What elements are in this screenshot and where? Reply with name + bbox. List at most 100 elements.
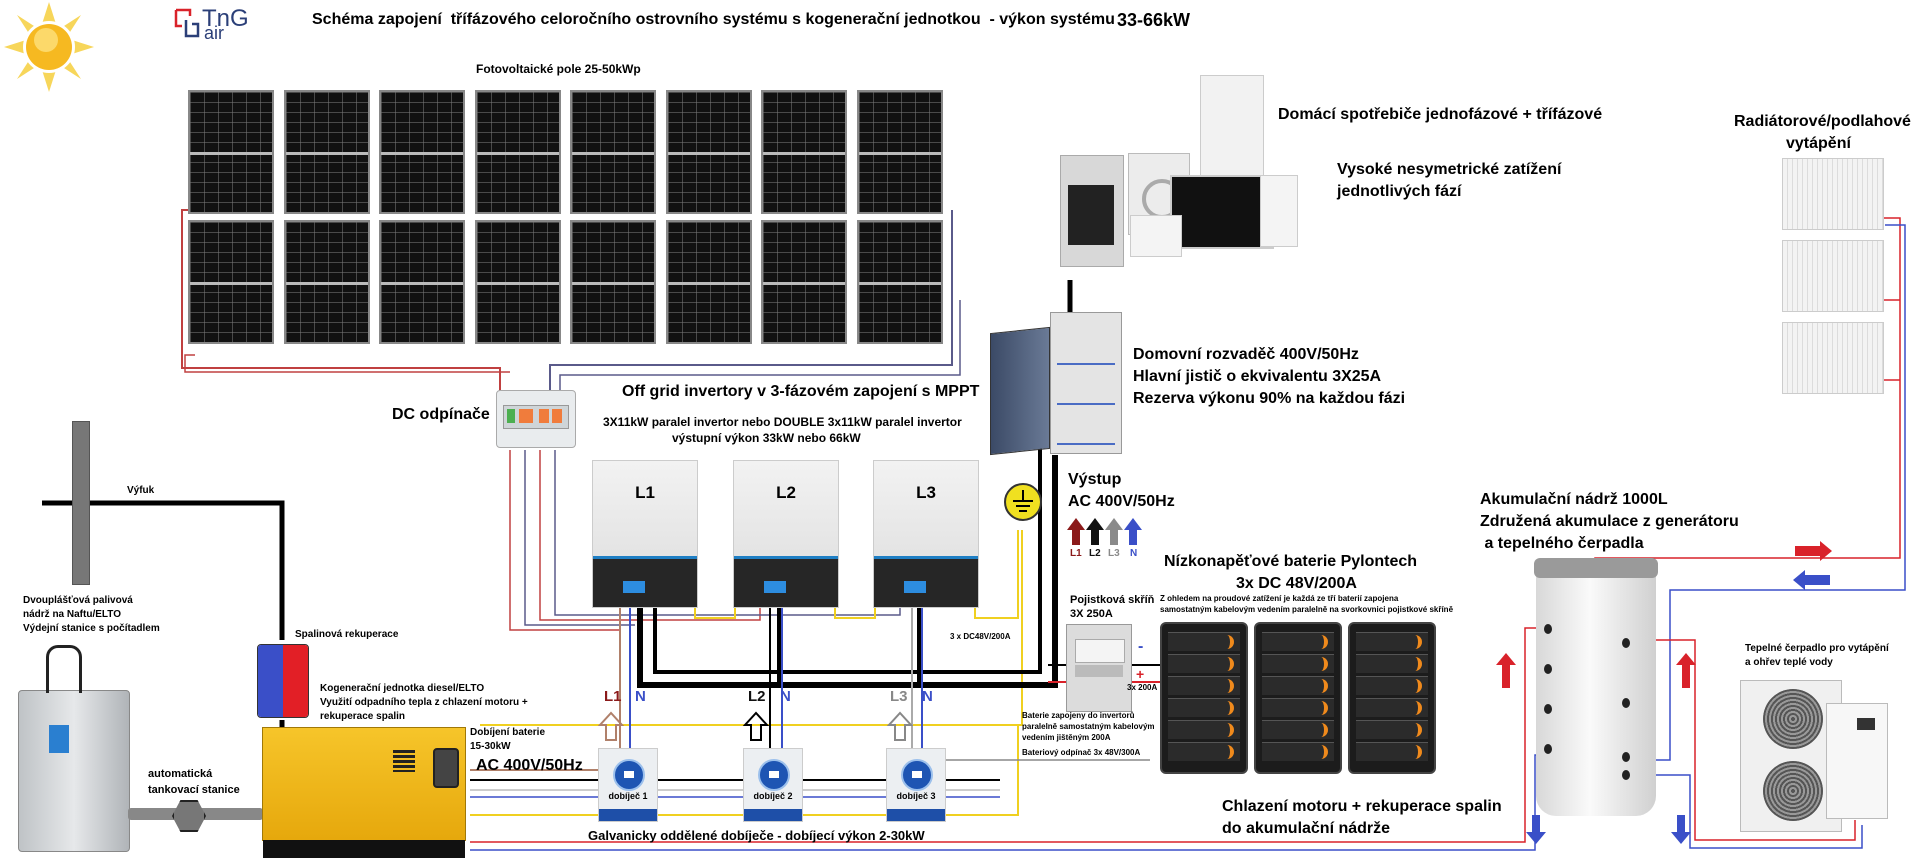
inverter-l2: L2 bbox=[733, 460, 839, 608]
pv-panel bbox=[857, 90, 943, 214]
radiator bbox=[1782, 322, 1884, 394]
flow-arrow-down-2 bbox=[1671, 815, 1691, 844]
inverter-name: L2 bbox=[776, 483, 796, 502]
pv-string-wire-blue-2 bbox=[559, 300, 961, 390]
phase-label-l3: L3 bbox=[1108, 548, 1120, 559]
phase-label-n: N bbox=[1130, 548, 1138, 559]
charger1-neutral: N bbox=[635, 688, 646, 705]
flue-recuperator bbox=[257, 644, 309, 718]
logo-sub: air bbox=[204, 23, 225, 43]
radiator bbox=[1782, 158, 1884, 230]
fuse-plus: + bbox=[1136, 666, 1145, 682]
charger3-phase: L3 bbox=[890, 688, 908, 705]
flow-arrow-right bbox=[1795, 541, 1832, 561]
exhaust-label: Výfuk bbox=[127, 485, 155, 496]
inverters-subtitle-1: 3X11kW paralel invertor nebo DOUBLE 3x11… bbox=[603, 415, 962, 429]
batteries-title-1: Nízkonapěťové baterie Pylontech bbox=[1164, 553, 1418, 570]
fuse-current: 3x 200A bbox=[1127, 683, 1158, 692]
fuse-note-4: Bateriový odpínač 3x 48V/300A bbox=[1022, 748, 1141, 757]
charger2-neutral: N bbox=[780, 688, 791, 705]
storage-tank bbox=[1534, 558, 1658, 816]
inverter-l3: L3 bbox=[873, 460, 979, 608]
inverter-name: L3 bbox=[916, 483, 936, 502]
inverter-display bbox=[764, 581, 786, 593]
phase-label-l2: L2 bbox=[1089, 548, 1101, 559]
ground-icon bbox=[1004, 483, 1042, 521]
dc-wire-3 bbox=[539, 450, 761, 621]
pv-string-wire-red bbox=[181, 209, 501, 395]
fuse-box-line2: 3X 250A bbox=[1070, 608, 1113, 620]
phase-arrow-l1 bbox=[1067, 518, 1085, 545]
charger1-phase: L1 bbox=[604, 688, 622, 705]
fuel-tank-line2: nádrž na Naftu/ELTO bbox=[23, 609, 121, 620]
board-line3: Rezerva výkonu 90% na každou fázi bbox=[1133, 390, 1406, 407]
storage-tank-line1: Akumulační nádrž 1000L bbox=[1480, 491, 1668, 508]
chargers-caption: Galvanicky oddělené dobíječe - dobíjecí … bbox=[588, 828, 925, 843]
charger-name: dobíječ 2 bbox=[753, 791, 793, 801]
battery-rack bbox=[1348, 622, 1436, 774]
cogeneration-line1: Kogenerační jednotka diesel/ELTO bbox=[320, 683, 485, 694]
cooling-line2: do akumulační nádrže bbox=[1222, 820, 1391, 837]
batteries-note-1: Z ohledem na proudové zatížení je každá … bbox=[1160, 594, 1399, 603]
charger-arrow-2 bbox=[742, 711, 770, 741]
distribution-board bbox=[1050, 312, 1122, 454]
fuel-tank-line3: Výdejní stanice s počítadlem bbox=[23, 623, 160, 634]
fuse-note-2: paralelně samostatným kabelovým bbox=[1022, 722, 1155, 731]
pv-panel bbox=[761, 90, 847, 214]
cogeneration-line2: Využití odpadního tepla z chlazení motor… bbox=[320, 697, 528, 708]
cooling-pipe-hot bbox=[470, 627, 1540, 843]
inverter-display bbox=[623, 581, 645, 593]
charger2-phase: L2 bbox=[748, 688, 766, 705]
pv-panel bbox=[857, 220, 943, 344]
charger-arrow-1 bbox=[597, 711, 625, 741]
charger-arrow-3 bbox=[886, 711, 914, 741]
radiator-return bbox=[1640, 224, 1906, 761]
dc-switch-box bbox=[496, 390, 576, 448]
cogeneration-unit bbox=[262, 727, 466, 858]
inverters-title: Off grid invertory v 3-fázovém zapojení … bbox=[622, 383, 980, 400]
distribution-board-door bbox=[990, 326, 1050, 456]
charging-line2: 15-30kW bbox=[470, 741, 511, 752]
fuel-tank bbox=[18, 690, 130, 852]
charging-line1: Dobíjení baterie bbox=[470, 727, 546, 738]
battery-rack bbox=[1160, 622, 1248, 774]
appliances-line3: jednotlivých fází bbox=[1337, 183, 1462, 200]
batteries-note-2: samostatným kabelovým vedením paralelně … bbox=[1160, 605, 1454, 614]
board-line1: Domovní rozvaděč 400V/50Hz bbox=[1133, 346, 1359, 363]
pv-panel bbox=[570, 220, 656, 344]
heat-pump-line1: Tepelné čerpadlo pro vytápění bbox=[1745, 643, 1889, 654]
heat-pump-indoor-unit bbox=[1826, 703, 1888, 819]
radiators-line2: vytápění bbox=[1786, 135, 1851, 152]
pv-panel bbox=[284, 220, 370, 344]
pv-panel bbox=[188, 220, 274, 344]
flow-arrow-up-2 bbox=[1676, 653, 1696, 688]
radiators-line1: Radiátorové/podlahové bbox=[1734, 113, 1911, 130]
ground-wire bbox=[694, 530, 1019, 619]
fuse-box bbox=[1066, 624, 1132, 712]
pv-panel bbox=[475, 220, 561, 344]
pv-string-wire-blue bbox=[549, 210, 953, 395]
output-line1: Výstup bbox=[1068, 471, 1122, 488]
inverter-l1: L1 bbox=[592, 460, 698, 608]
fuel-tank-line1: Dvouplášťová palivová bbox=[23, 595, 133, 606]
fuel-pump bbox=[46, 645, 82, 693]
heat-pump-outdoor-unit bbox=[1740, 680, 1842, 832]
pv-panel bbox=[475, 90, 561, 214]
dc-switch-label: DC odpínače bbox=[392, 406, 490, 423]
pv-panel bbox=[666, 220, 752, 344]
pv-panel bbox=[188, 90, 274, 214]
inverter-name: L1 bbox=[635, 483, 655, 502]
storage-tank-line3: a tepelného čerpadla bbox=[1480, 535, 1644, 552]
charger-2: dobíječ 2 bbox=[743, 748, 803, 822]
logo: TnG air bbox=[172, 5, 272, 43]
fuse-minus: - bbox=[1138, 638, 1144, 655]
inverters-subtitle-2: výstupní výkon 33kW nebo 66kW bbox=[672, 431, 861, 445]
dc-wire-2 bbox=[524, 450, 635, 626]
flow-arrow-up-1 bbox=[1496, 653, 1516, 688]
dc-wire-4 bbox=[554, 450, 901, 616]
generator-ac-label: AC 400V/50Hz bbox=[476, 757, 583, 774]
cooling-line1: Chlazení motoru + rekuperace spalin bbox=[1222, 798, 1502, 815]
heat-pump-line2: a ohřev teplé vody bbox=[1745, 657, 1833, 668]
fuse-box-line1: Pojistková skříň bbox=[1070, 594, 1155, 606]
system-power: 33-66kW bbox=[1117, 10, 1191, 30]
